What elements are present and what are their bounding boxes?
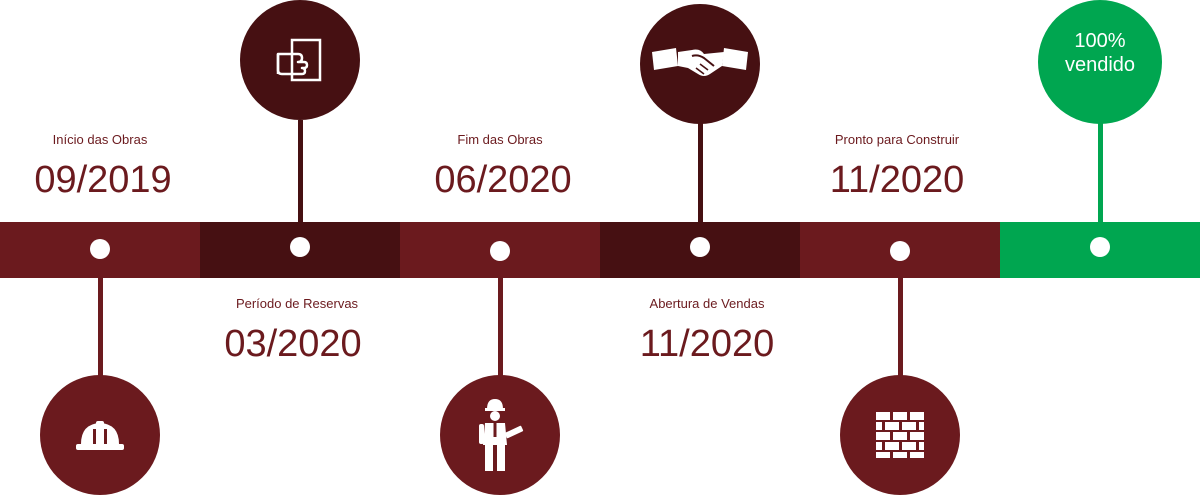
document-hand-icon — [274, 36, 326, 84]
connector-line — [97, 250, 103, 380]
milestone-label: Período de Reservas — [235, 296, 359, 311]
construction-worker-icon — [475, 397, 525, 473]
connector-line — [1097, 110, 1103, 250]
milestone-icon-circle — [40, 375, 160, 495]
connector-line — [297, 120, 303, 250]
milestone-icon-circle — [240, 0, 360, 120]
timeline-marker — [490, 241, 510, 261]
milestone-date: 03/2020 — [224, 323, 362, 365]
connector-line — [497, 250, 503, 380]
hard-hat-icon — [75, 418, 125, 452]
timeline-marker — [1090, 237, 1110, 257]
sold-label: vendido — [1064, 54, 1136, 76]
milestone-label: Início das Obras — [52, 132, 148, 147]
milestone-label: Abertura de Vendas — [649, 296, 765, 311]
brick-wall-icon — [876, 412, 924, 458]
sold-badge-text: 100% vendido — [1065, 29, 1135, 77]
milestone-date: 06/2020 — [434, 159, 572, 201]
connector-line — [897, 250, 903, 380]
timeline-marker — [690, 237, 710, 257]
milestone-icon-circle — [640, 4, 760, 124]
timeline-marker — [290, 237, 310, 257]
timeline-marker — [890, 241, 910, 261]
milestone-icon-circle — [440, 375, 560, 495]
milestone-date: 09/2019 — [34, 159, 172, 201]
milestone-date: 11/2020 — [639, 323, 775, 365]
milestone-date: 11/2020 — [829, 159, 965, 201]
sold-badge: 100% vendido — [1038, 0, 1162, 124]
sold-percent: 100% — [1074, 30, 1126, 52]
connector-line — [697, 120, 703, 250]
handshake-icon — [652, 44, 748, 84]
timeline-marker — [90, 239, 110, 259]
milestone-label: Fim das Obras — [457, 132, 543, 147]
milestone-icon-circle — [840, 375, 960, 495]
milestone-label: Pronto para Construir — [834, 132, 960, 147]
